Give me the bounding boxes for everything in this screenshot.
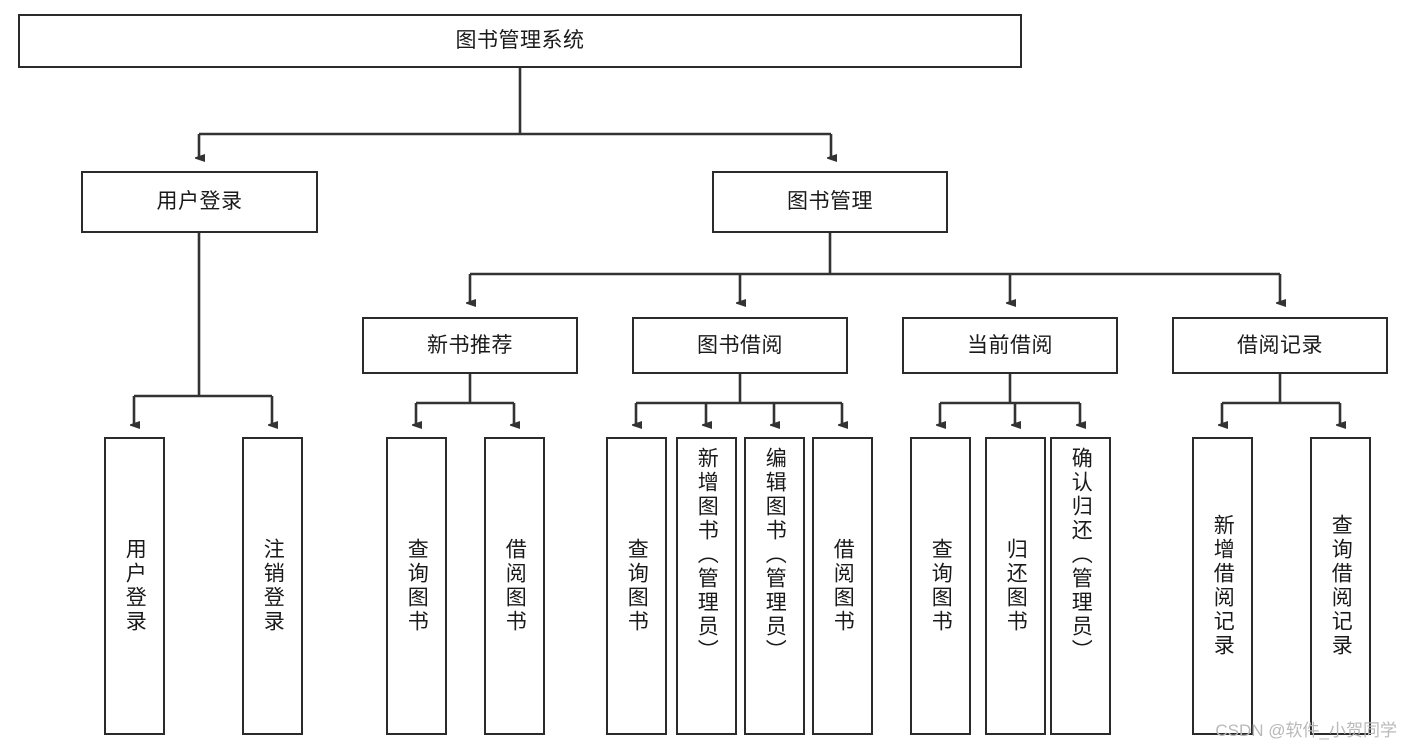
leaf-add-record[interactable]: 新增借阅记录 xyxy=(1192,437,1253,735)
leaf-query-book-cur-label: 查询图书 xyxy=(929,538,953,634)
leaf-logout[interactable]: 注销登录 xyxy=(242,437,303,735)
leaf-user-login-label: 用户登录 xyxy=(123,538,147,634)
leaf-borrow-book-rec[interactable]: 借阅图书 xyxy=(484,437,545,735)
leaf-add-book[interactable]: 新增图书（管理员） xyxy=(676,437,737,735)
leaf-query-book-label: 查询图书 xyxy=(625,538,649,634)
leaf-user-login[interactable]: 用户登录 xyxy=(104,437,165,735)
leaf-confirm-return[interactable]: 确认归还（管理员） xyxy=(1050,437,1111,735)
leaf-logout-label: 注销登录 xyxy=(261,538,285,634)
leaf-query-book[interactable]: 查询图书 xyxy=(606,437,667,735)
node-new-book-recommend[interactable]: 新书推荐 xyxy=(362,317,578,374)
csdn-watermark: CSDN @软件_小贺同学 xyxy=(1215,721,1397,740)
node-new-book-recommend-label: 新书推荐 xyxy=(427,333,513,357)
node-user-login-label: 用户登录 xyxy=(156,190,243,214)
leaf-edit-book-label: 编辑图书（管理员） xyxy=(763,447,787,663)
leaf-borrow-book-rec-label: 借阅图书 xyxy=(503,538,527,634)
node-book-management[interactable]: 图书管理 xyxy=(712,171,948,233)
node-borrow-record-label: 借阅记录 xyxy=(1237,333,1323,357)
leaf-confirm-return-label: 确认归还（管理员） xyxy=(1069,447,1093,663)
node-current-borrow-label: 当前借阅 xyxy=(967,333,1053,357)
node-user-login[interactable]: 用户登录 xyxy=(81,171,318,233)
node-borrow-record[interactable]: 借阅记录 xyxy=(1172,317,1388,374)
leaf-add-book-label: 新增图书（管理员） xyxy=(695,447,719,663)
node-book-borrow[interactable]: 图书借阅 xyxy=(632,317,848,374)
leaf-borrow-book[interactable]: 借阅图书 xyxy=(812,437,873,735)
leaf-query-record[interactable]: 查询借阅记录 xyxy=(1310,437,1371,735)
node-root-label: 图书管理系统 xyxy=(455,29,585,53)
node-book-management-label: 图书管理 xyxy=(787,190,873,214)
node-root[interactable]: 图书管理系统 xyxy=(18,14,1022,68)
leaf-return-book[interactable]: 归还图书 xyxy=(985,437,1046,735)
node-book-borrow-label: 图书借阅 xyxy=(697,333,783,357)
leaf-return-book-label: 归还图书 xyxy=(1004,538,1028,634)
node-current-borrow[interactable]: 当前借阅 xyxy=(902,317,1118,374)
leaf-query-book-rec[interactable]: 查询图书 xyxy=(386,437,447,735)
leaf-query-book-cur[interactable]: 查询图书 xyxy=(910,437,971,735)
leaf-borrow-book-label: 借阅图书 xyxy=(831,538,855,634)
leaf-add-record-label: 新增借阅记录 xyxy=(1211,514,1235,658)
leaf-query-record-label: 查询借阅记录 xyxy=(1329,514,1353,658)
leaf-query-book-rec-label: 查询图书 xyxy=(405,538,429,634)
leaf-edit-book[interactable]: 编辑图书（管理员） xyxy=(744,437,805,735)
